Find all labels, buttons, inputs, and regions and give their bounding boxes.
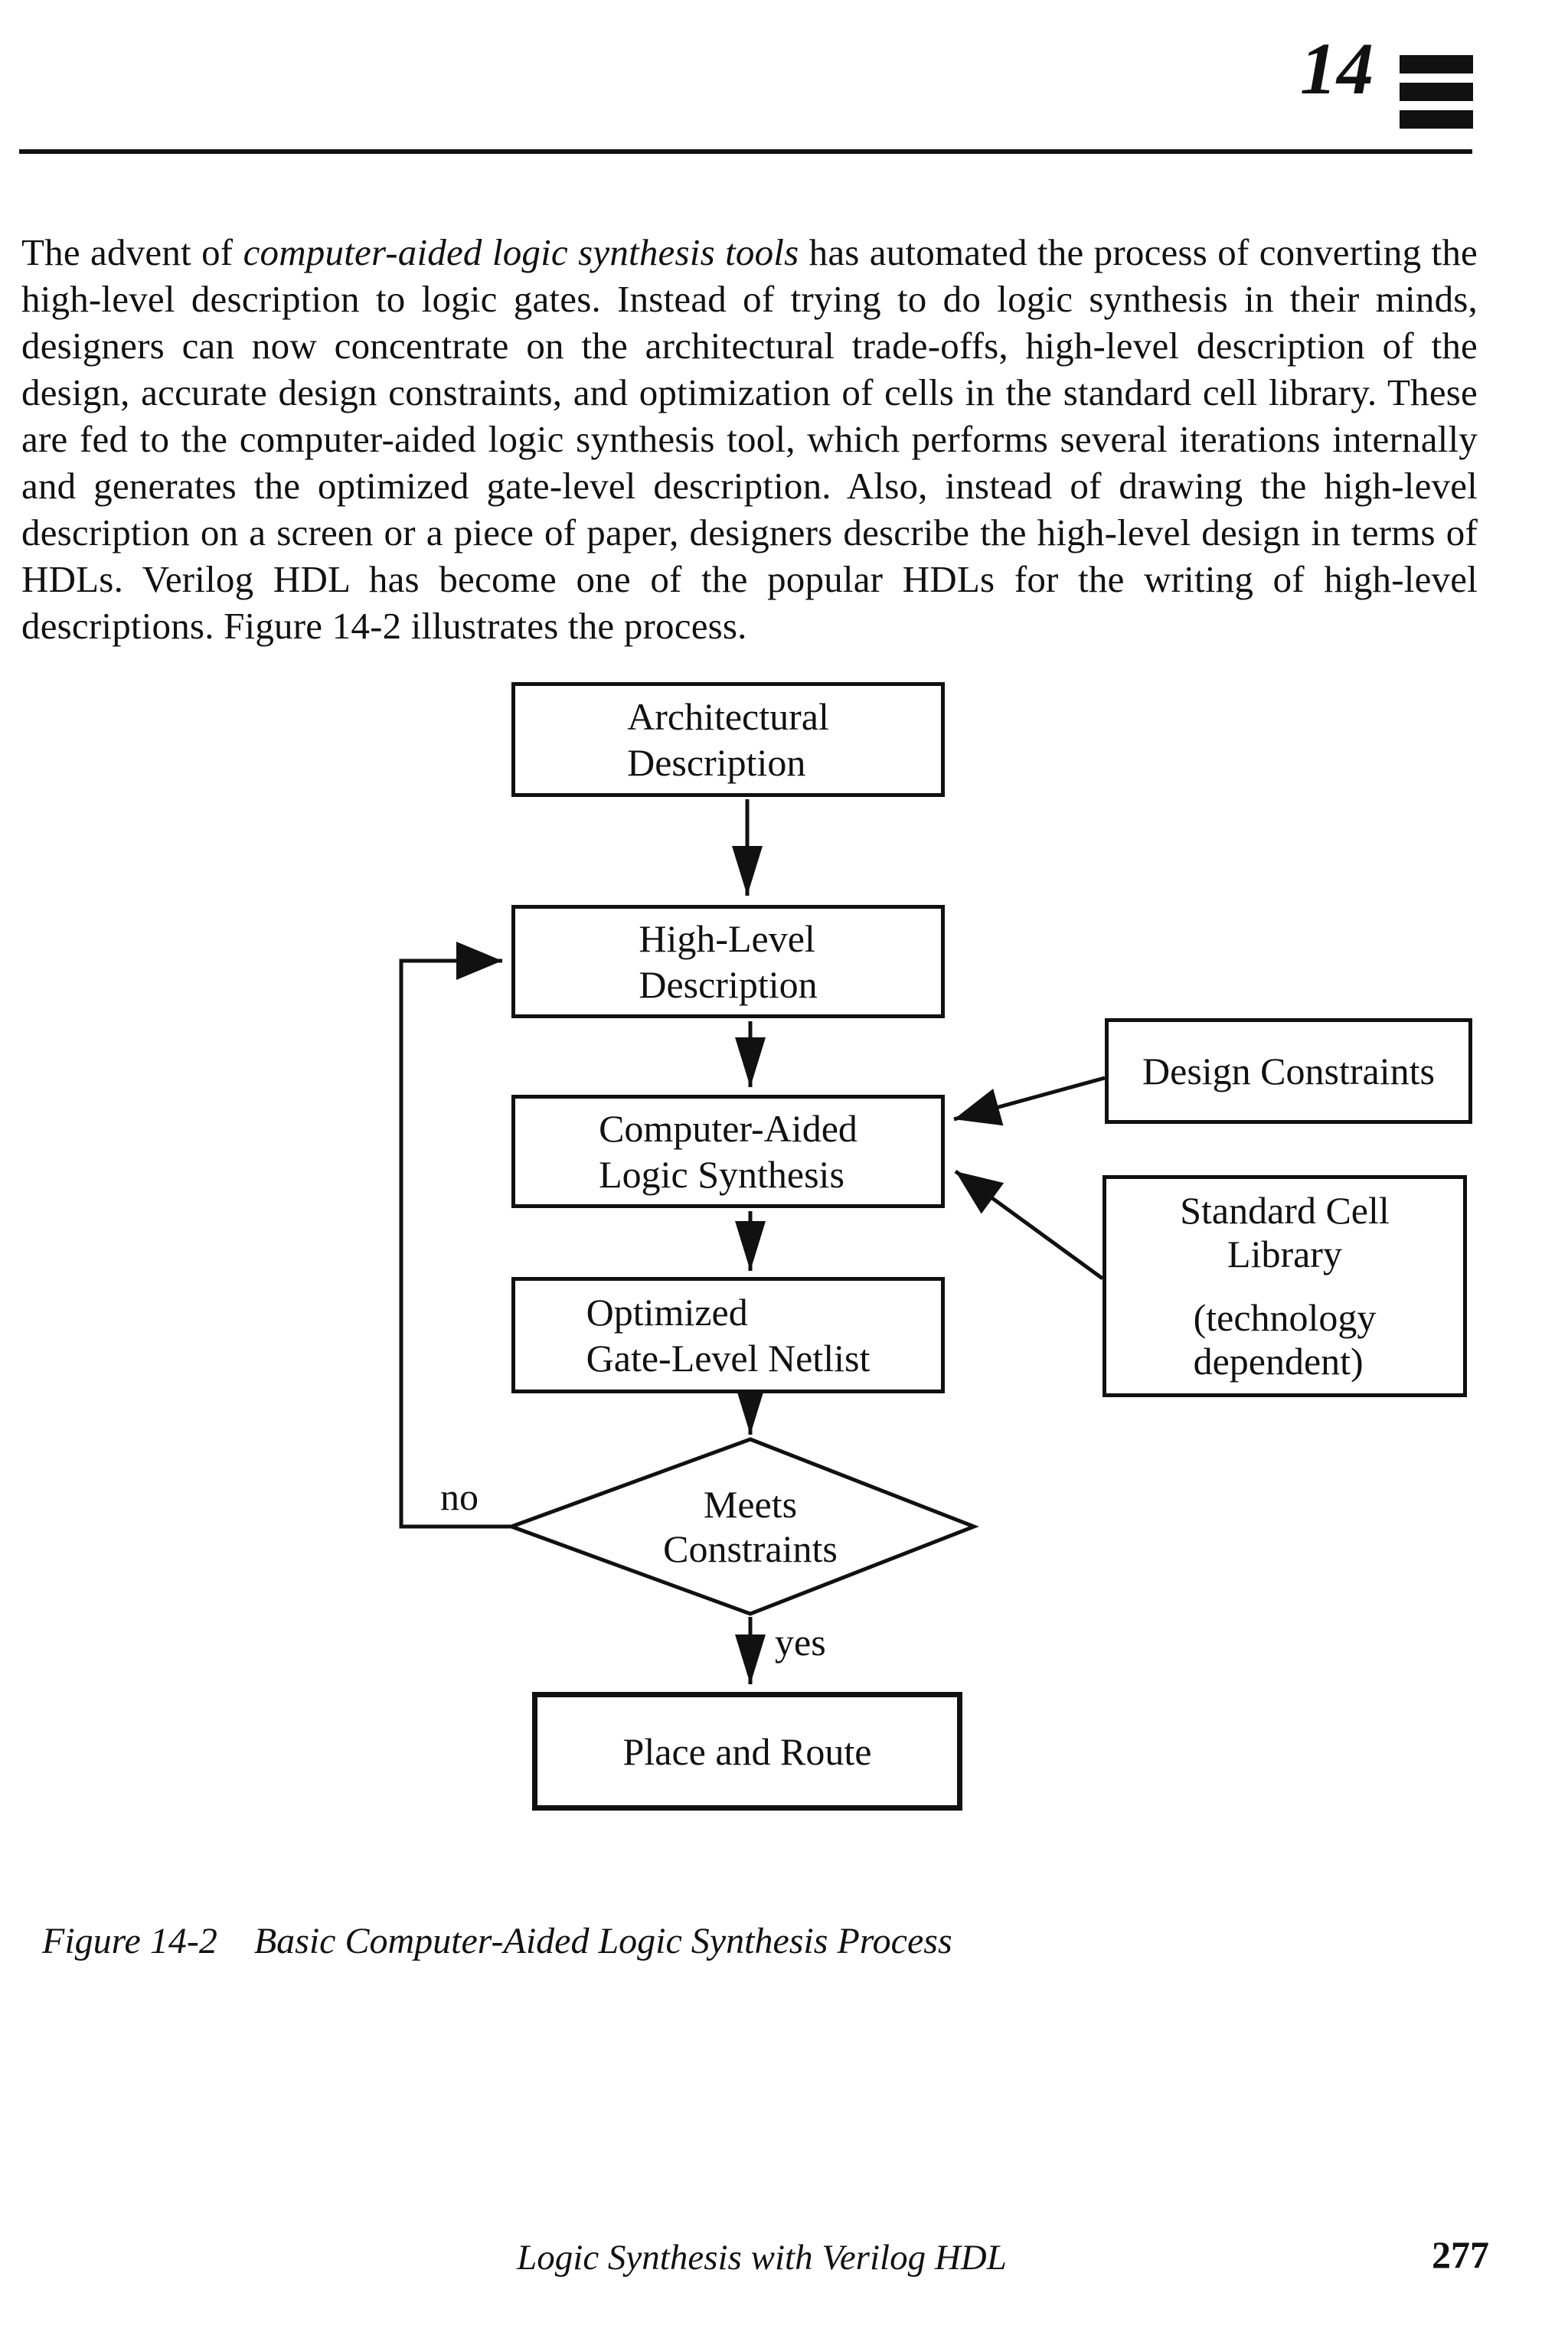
footer-book-title: Logic Synthesis with Verilog HDL [517,2238,1007,2278]
node-place-and-route: Place and Route [532,1692,962,1811]
node-meets-constraints: Meets Constraints [582,1462,919,1591]
node-label: Architectural [627,695,829,738]
node-architectural-description: Architectural Description [511,682,945,797]
body-paragraph: The advent of computer-aided logic synth… [21,229,1478,649]
node-standard-cell-library: Standard Cell Library (technology depend… [1102,1175,1467,1397]
node-label: Standard Cell [1180,1189,1390,1232]
arrow-no-loop [399,942,511,1529]
node-label: dependent) [1193,1340,1364,1383]
header-rule [19,149,1472,154]
node-label: Logic Synthesis [599,1153,844,1196]
paragraph-rest: has automated the process of converting … [21,231,1478,647]
chapter-bar [1400,55,1473,73]
node-label: Place and Route [622,1729,872,1773]
chapter-bar [1400,110,1473,129]
page-number: 277 [1432,2233,1489,2276]
node-label: Description [639,963,818,1006]
node-label: Description [627,741,806,784]
node-design-constraints: Design Constraints [1105,1018,1472,1124]
node-label: Library [1227,1233,1342,1275]
figure-caption-label: Figure 14-2 [42,1921,217,1961]
chapter-number: 14 [1300,28,1374,109]
paragraph-lead: The advent of [21,231,243,273]
node-computer-aided-logic-synthesis: Computer-Aided Logic Synthesis [511,1095,945,1208]
figure-caption-text: Basic Computer-Aided Logic Synthesis Pro… [253,1921,952,1961]
chapter-bar [1400,83,1473,101]
edge-label-no: no [440,1475,479,1518]
figure-caption: Figure 14-2 Basic Computer-Aided Logic Sy… [42,1920,952,1962]
node-label: High-Level [639,917,815,960]
edge-label-yes: yes [775,1621,826,1664]
arrow-library-to-synthesis [954,1169,1104,1281]
node-label: Computer-Aided [599,1107,858,1150]
paragraph-italic-phrase: computer-aided logic synthesis tools [243,231,799,273]
node-label: Optimized [586,1291,748,1334]
chapter-bars-icon [1400,55,1473,138]
node-label: Constraints [663,1527,838,1570]
arrow-constraints-to-synthesis [953,1076,1106,1126]
node-label: Design Constraints [1142,1050,1435,1092]
node-label: Gate-Level Netlist [586,1337,871,1380]
node-optimized-gate-level-netlist: Optimized Gate-Level Netlist [511,1277,945,1393]
node-label: Meets [703,1483,798,1526]
node-label: (technology [1193,1296,1377,1339]
node-high-level-description: High-Level Description [511,905,945,1018]
